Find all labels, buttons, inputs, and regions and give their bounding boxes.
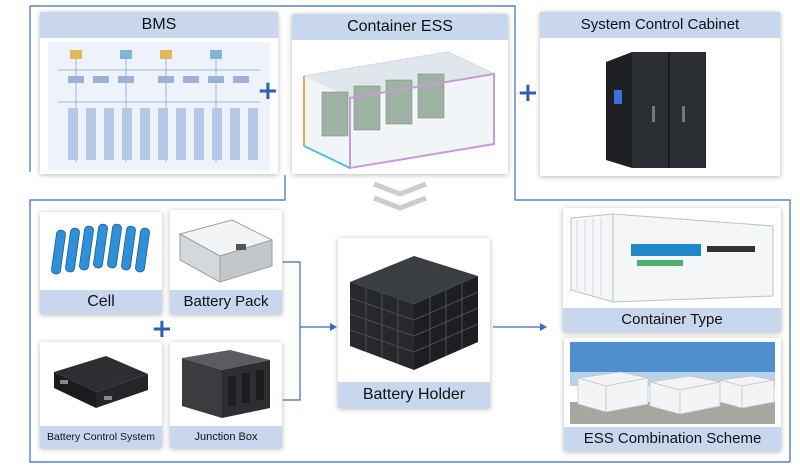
top-outline-line: [30, 5, 791, 462]
container-type-label: Container Type: [563, 308, 781, 332]
battery-control-system-panel: Battery Control System: [40, 342, 162, 448]
ess-combination-label: ESS Combination Scheme: [564, 427, 781, 451]
bms-label: BMS: [40, 12, 278, 38]
cell-image: [51, 223, 150, 275]
container-ess-panel: Container ESS: [292, 14, 508, 174]
ess-combination-panel: ESS Combination Scheme: [564, 338, 781, 451]
bms-panel: BMS: [40, 12, 278, 174]
system-control-cabinet-label: System Control Cabinet: [540, 12, 780, 38]
junction-box-label: Junction Box: [170, 426, 282, 448]
battery-pack-panel: Battery Pack: [170, 210, 282, 314]
control-cabinet-image: [606, 52, 706, 168]
battery-pack-label: Battery Pack: [170, 290, 282, 314]
container-ess-image: [303, 51, 495, 170]
junction-box-image: [182, 350, 270, 418]
bms-schematic-image: [48, 42, 270, 170]
plus-icon: +: [151, 314, 173, 344]
arrowhead-icon: [540, 323, 547, 331]
ess-combination-image: [570, 342, 775, 424]
plus-icon: +: [517, 78, 539, 108]
battery-holder-label: Battery Holder: [338, 382, 490, 408]
cell-label: Cell: [40, 290, 162, 314]
container-type-panel: Container Type: [563, 208, 781, 332]
container-type-image: [570, 213, 774, 303]
battery-pack-image: [178, 219, 274, 283]
junction-box-panel: Junction Box: [170, 342, 282, 448]
system-control-cabinet-panel: System Control Cabinet: [540, 12, 780, 176]
container-ess-label: Container ESS: [292, 14, 508, 40]
plus-icon: +: [257, 76, 279, 106]
cell-panel: Cell: [40, 212, 162, 314]
battery-holder-image: [349, 256, 479, 370]
bracket-line: [283, 261, 301, 401]
double-chevron-down-icon: [373, 181, 427, 211]
battery-holder-panel: Battery Holder: [338, 238, 490, 408]
mid-outline-line: [29, 175, 790, 463]
arrowhead-icon: [330, 323, 337, 331]
battery-control-system-label: Battery Control System: [40, 426, 162, 448]
battery-control-system-image: [54, 356, 148, 408]
